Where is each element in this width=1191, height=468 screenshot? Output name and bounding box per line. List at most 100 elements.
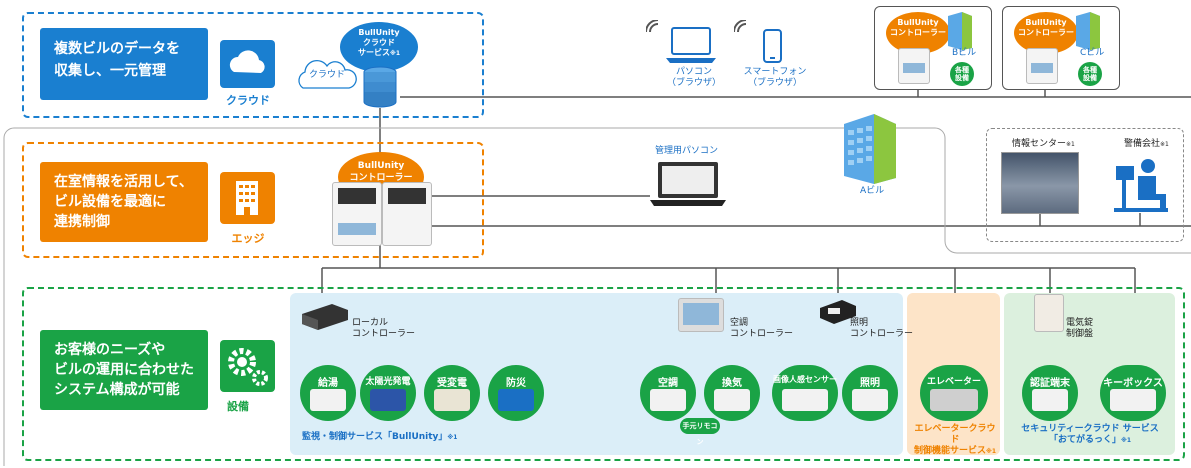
cloud-title-line2: 収集し、一元管理 bbox=[54, 63, 166, 79]
edge-ctrl-line1: BullUnity bbox=[357, 161, 405, 171]
security-service-line2: 「おてがるっく」 bbox=[1048, 435, 1121, 445]
building-b-label: Bビル bbox=[952, 48, 977, 58]
b-badge-line2: 設備 bbox=[955, 74, 969, 82]
cloud-icon-label: クラウド bbox=[226, 94, 270, 107]
equipment-image-sensor: 画像人感センサー bbox=[772, 365, 838, 421]
c-ctrl-line1: BullUnity bbox=[1025, 18, 1067, 27]
b-ctrl-line1: BullUnity bbox=[897, 18, 939, 27]
bullunity-service-text: 監視・制御サービス「BullUnity」 bbox=[302, 432, 448, 442]
cloud-service-line3: サービス bbox=[357, 48, 390, 57]
ac-ctrl-line1: 空調 bbox=[730, 318, 749, 328]
lock-line1: 電気錠 bbox=[1066, 318, 1094, 328]
local-ctrl-line2: コントローラー bbox=[352, 329, 416, 339]
b-badge-line1: 各種 bbox=[955, 66, 969, 74]
elevator-label: エレベーター bbox=[926, 377, 981, 387]
equipment-ventilation: 換気 bbox=[704, 365, 760, 421]
ac-ctrl-line2: コントローラー bbox=[730, 329, 794, 339]
auth-terminal-label: 認証端末 bbox=[1030, 378, 1070, 389]
building-c-equipment-badge: 各種 設備 bbox=[1078, 62, 1102, 86]
cloud-icon bbox=[229, 50, 265, 73]
cloud-section bbox=[22, 12, 484, 118]
building-a-label: Aビル bbox=[860, 186, 885, 196]
edge-icon-box bbox=[220, 172, 275, 224]
electric-lock-panel-icon bbox=[1034, 294, 1064, 332]
equipment-key-box: キーボックス bbox=[1100, 365, 1166, 421]
security-service-line1: セキュリティークラウド サービス bbox=[1021, 424, 1159, 434]
edge-title-line1: 在室情報を活用して、 bbox=[54, 174, 193, 190]
bullunity-service-label: 監視・制御サービス「BullUnity」※1 bbox=[302, 432, 457, 443]
key-box-label: キーボックス bbox=[1103, 378, 1163, 389]
phone-label-line1: スマートフォン bbox=[743, 67, 807, 77]
pc-browser-label: パソコン （ブラウザ） bbox=[664, 67, 724, 89]
building-b-controller bbox=[898, 48, 930, 84]
edge-title-line3: 連携制御 bbox=[54, 214, 110, 230]
handheld-remote-badge: 手元リモコン bbox=[680, 418, 720, 446]
building-c-label: Cビル bbox=[1080, 48, 1105, 58]
ac-controller-icon bbox=[678, 298, 724, 332]
cloud-outline-label: クラウド bbox=[309, 70, 346, 80]
info-center-photo bbox=[1001, 152, 1079, 214]
local-controller-icon bbox=[302, 304, 348, 330]
equipment-elevator: エレベーター bbox=[920, 365, 988, 421]
building-icon bbox=[236, 181, 258, 215]
c-ctrl-line2: コントローラー bbox=[1018, 28, 1074, 37]
security-company-label: 警備会社※1 bbox=[1124, 139, 1169, 150]
smartphone-browser-label: スマートフォン （ブラウザ） bbox=[740, 67, 810, 89]
electric-lock-panel-label: 電気錠 制御盤 bbox=[1066, 318, 1093, 340]
external-partners-box bbox=[986, 128, 1184, 242]
c-badge-line2: 設備 bbox=[1083, 74, 1097, 82]
equipment-hot-water: 給湯 bbox=[300, 365, 356, 421]
edge-section bbox=[22, 142, 484, 258]
gear-icon bbox=[228, 348, 268, 386]
b-ctrl-line2: コントローラー bbox=[890, 28, 946, 37]
database-icon bbox=[363, 66, 397, 108]
disaster-prevention-label: 防災 bbox=[506, 378, 526, 389]
elevator-service-label: エレベータークラウド 制御機能サービス※1 bbox=[912, 424, 998, 457]
equipment-disaster-prevention: 防災 bbox=[488, 365, 544, 421]
local-ctrl-line1: ローカル bbox=[352, 318, 389, 328]
elevator-service-note: ※1 bbox=[986, 448, 997, 455]
equipment-section-title: お客様のニーズや ビルの運用に合わせた システム構成が可能 bbox=[40, 330, 208, 410]
substation-label: 受変電 bbox=[437, 378, 467, 389]
hot-water-label: 給湯 bbox=[318, 378, 338, 389]
cloud-section-title: 複数ビルのデータを 収集し、一元管理 bbox=[40, 28, 208, 100]
edge-ctrl-line2: コントローラー bbox=[349, 173, 413, 183]
air-conditioning-label: 空調 bbox=[658, 378, 678, 389]
smartphone-icon bbox=[734, 20, 782, 63]
building-a-outline bbox=[3, 127, 1191, 466]
security-service-note: ※1 bbox=[1121, 437, 1132, 444]
building-a-icon bbox=[844, 114, 896, 184]
management-pc-label: 管理用パソコン bbox=[655, 146, 719, 156]
ac-controller-label: 空調 コントローラー bbox=[730, 318, 793, 340]
edge-section-title: 在室情報を活用して、 ビル設備を最適に 連携制御 bbox=[40, 162, 208, 242]
light-ctrl-line1: 照明 bbox=[850, 318, 869, 328]
equip-title-line2: ビルの運用に合わせた bbox=[54, 362, 194, 378]
phone-label-line2: （ブラウザ） bbox=[747, 78, 802, 88]
cloud-service-line1: BullUnity bbox=[358, 28, 400, 37]
laptop-icon bbox=[646, 20, 716, 63]
equip-title-line3: システム構成が可能 bbox=[54, 382, 180, 398]
building-c-controller-badge: BullUnity コントローラー bbox=[1014, 12, 1078, 54]
security-company-note: ※1 bbox=[1160, 141, 1169, 148]
cloud-service-note: ※1 bbox=[389, 50, 400, 57]
cloud-service-badge: BullUnity クラウド サービス※1 bbox=[340, 22, 418, 72]
building-b-equipment-badge: 各種 設備 bbox=[950, 62, 974, 86]
building-b-icon bbox=[948, 12, 972, 50]
lighting-controller-icon bbox=[820, 300, 856, 324]
lighting-controller-label: 照明 コントローラー bbox=[850, 318, 913, 340]
security-service-label: セキュリティークラウド サービス 「おてがるっく」※1 bbox=[1010, 424, 1170, 446]
c-badge-line1: 各種 bbox=[1083, 66, 1097, 74]
edge-title-line2: ビル設備を最適に bbox=[54, 194, 166, 210]
cloud-outline-icon bbox=[298, 59, 357, 89]
security-operator-icon bbox=[1114, 159, 1168, 212]
building-c-controller bbox=[1026, 48, 1058, 84]
edge-icon-label: エッジ bbox=[231, 232, 265, 245]
management-laptop-icon bbox=[650, 162, 726, 206]
equipment-air-conditioning: 空調 bbox=[640, 365, 696, 421]
equipment-icon-box bbox=[220, 340, 275, 392]
image-sensor-label: 画像人感センサー bbox=[773, 375, 837, 384]
elevator-service-line1: エレベータークラウド bbox=[914, 424, 996, 445]
bullunity-service-note: ※1 bbox=[447, 434, 458, 441]
equipment-section bbox=[22, 287, 1185, 461]
elevator-service-line2: 制御機能サービス bbox=[913, 446, 986, 456]
